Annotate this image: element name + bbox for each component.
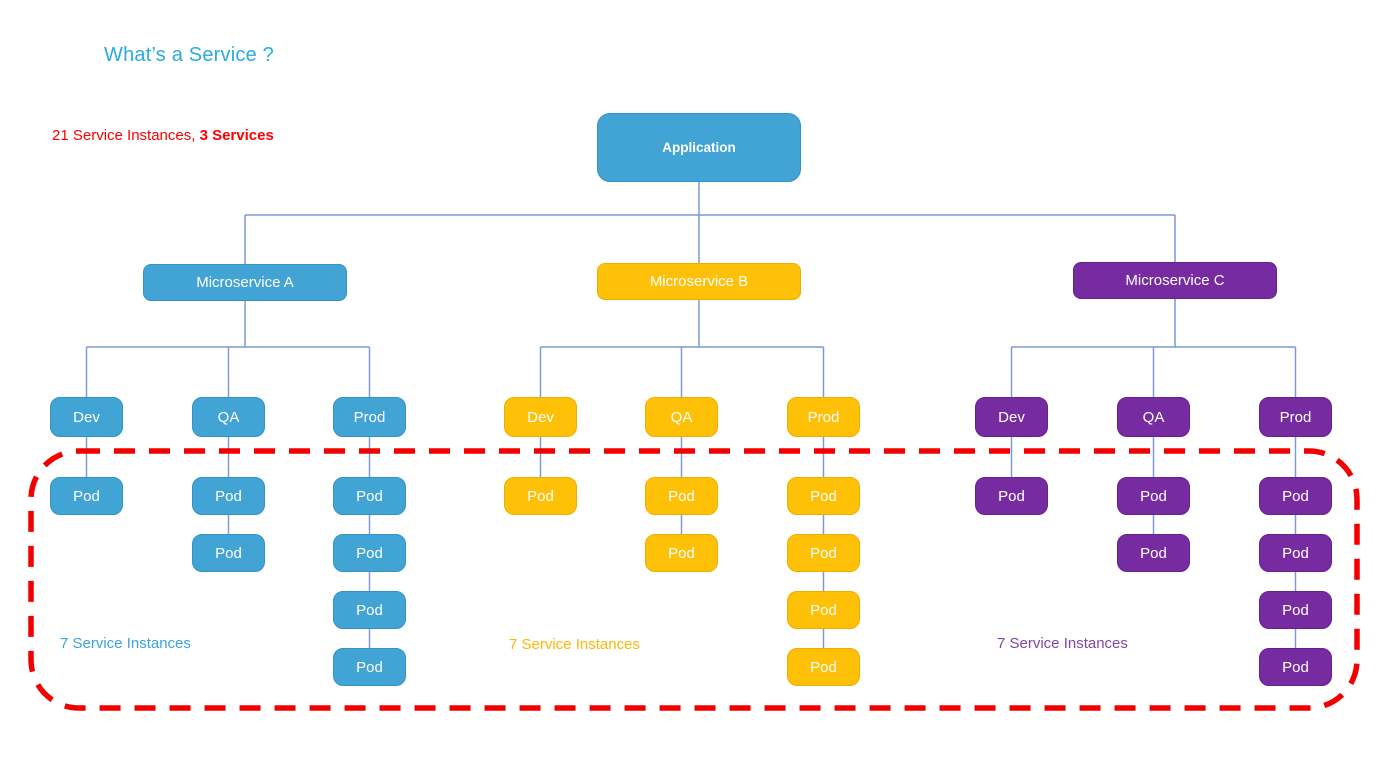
node-microservice-b: Microservice B <box>597 263 801 300</box>
node-pod-b-prod-1: Pod <box>787 477 860 515</box>
summary-bold: 3 Services <box>199 127 274 144</box>
node-pod-c-prod-2: Pod <box>1259 534 1332 572</box>
node-env-c-prod: Prod <box>1259 397 1332 437</box>
node-pod-b-qa-1: Pod <box>645 477 718 515</box>
node-microservice-a: Microservice A <box>143 264 347 301</box>
node-pod-a-prod-2: Pod <box>333 534 406 572</box>
node-env-a-prod: Prod <box>333 397 406 437</box>
node-pod-c-prod-4: Pod <box>1259 648 1332 686</box>
node-pod-a-prod-1: Pod <box>333 477 406 515</box>
node-application: Application <box>597 113 801 182</box>
node-env-a-dev: Dev <box>50 397 123 437</box>
node-env-b-qa: QA <box>645 397 718 437</box>
summary-text: 21 Service Instances, 3 Services <box>52 127 274 144</box>
node-pod-c-qa-1: Pod <box>1117 477 1190 515</box>
instances-label-c: 7 Service Instances <box>997 635 1128 652</box>
node-pod-a-dev-1: Pod <box>50 477 123 515</box>
node-pod-b-prod-4: Pod <box>787 648 860 686</box>
summary-normal: 21 Service Instances, <box>52 127 200 144</box>
node-env-c-dev: Dev <box>975 397 1048 437</box>
node-pod-c-prod-3: Pod <box>1259 591 1332 629</box>
node-pod-b-qa-2: Pod <box>645 534 718 572</box>
node-pod-a-prod-3: Pod <box>333 591 406 629</box>
node-env-a-qa: QA <box>192 397 265 437</box>
instances-label-b: 7 Service Instances <box>509 636 640 653</box>
node-pod-a-qa-2: Pod <box>192 534 265 572</box>
node-env-c-qa: QA <box>1117 397 1190 437</box>
service-instances-boundary <box>28 448 1360 711</box>
page-title: What’s a Service ? <box>104 44 274 66</box>
node-pod-b-dev-1: Pod <box>504 477 577 515</box>
node-pod-a-prod-4: Pod <box>333 648 406 686</box>
node-pod-c-dev-1: Pod <box>975 477 1048 515</box>
node-pod-a-qa-1: Pod <box>192 477 265 515</box>
instances-label-a: 7 Service Instances <box>60 635 191 652</box>
node-env-b-dev: Dev <box>504 397 577 437</box>
node-pod-b-prod-2: Pod <box>787 534 860 572</box>
node-pod-b-prod-3: Pod <box>787 591 860 629</box>
node-env-b-prod: Prod <box>787 397 860 437</box>
node-pod-c-qa-2: Pod <box>1117 534 1190 572</box>
node-microservice-c: Microservice C <box>1073 262 1277 299</box>
node-pod-c-prod-1: Pod <box>1259 477 1332 515</box>
